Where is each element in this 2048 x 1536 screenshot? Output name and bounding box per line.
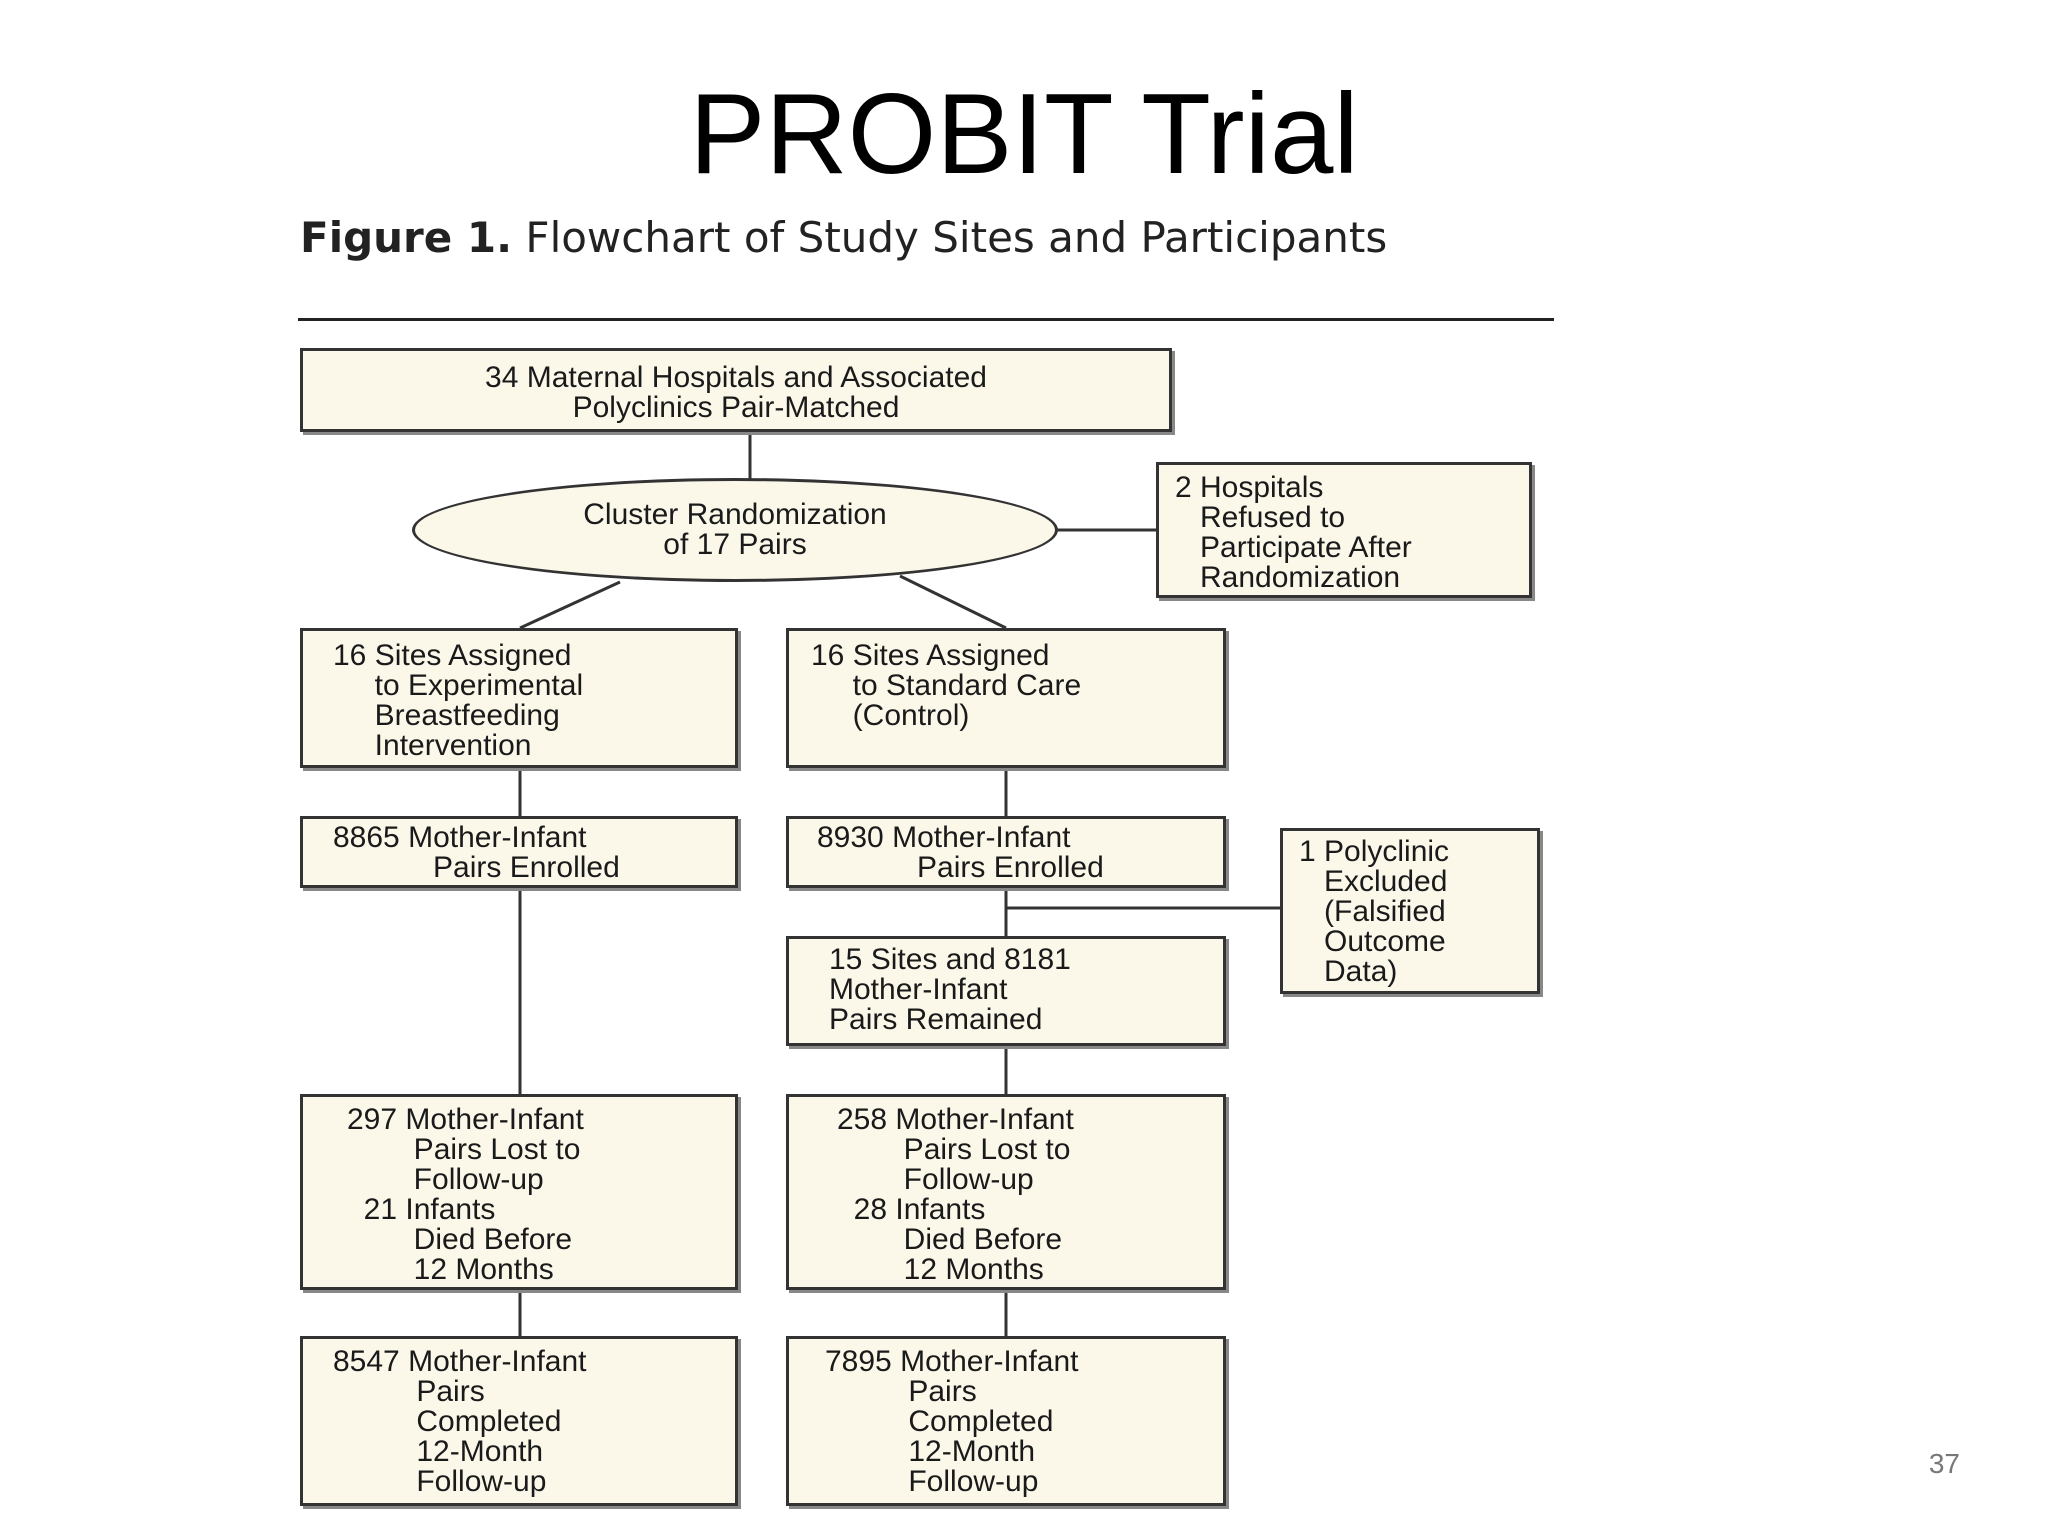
box-control-assigned: 16 Sites Assigned to Standard Care (Cont… <box>786 628 1226 768</box>
box-control-enrolled-text: 8930 Mother-Infant Pairs Enrolled <box>817 821 1104 884</box>
connector-randomization-to-experimental <box>519 580 621 630</box>
figure-label: Figure 1. <box>300 213 513 262</box>
box-experimental-completed-text: 8547 Mother-Infant Pairs Completed 12-Mo… <box>333 1345 587 1498</box>
box-control-completed: 7895 Mother-Infant Pairs Completed 12-Mo… <box>786 1336 1226 1506</box>
slide-title: PROBIT Trial <box>689 71 1359 198</box>
box-control-completed-text: 7895 Mother-Infant Pairs Completed 12-Mo… <box>825 1345 1079 1498</box>
box-experimental-lost-text: 297 Mother-Infant Pairs Lost to Follow-u… <box>347 1103 584 1286</box>
box-hospitals-refused: 2 Hospitals Refused to Participate After… <box>1156 462 1532 598</box>
caption-rule <box>298 318 1554 321</box>
box-experimental-enrolled: 8865 Mother-Infant Pairs Enrolled <box>300 816 738 888</box>
box-control-enrolled: 8930 Mother-Infant Pairs Enrolled <box>786 816 1226 888</box>
box-control-lost: 258 Mother-Infant Pairs Lost to Follow-u… <box>786 1094 1226 1290</box>
box-control-remained: 15 Sites and 8181 Mother-Infant Pairs Re… <box>786 936 1226 1046</box>
box-experimental-completed: 8547 Mother-Infant Pairs Completed 12-Mo… <box>300 1336 738 1506</box>
connector-randomization-to-control <box>899 574 1007 630</box>
box-control-assigned-text: 16 Sites Assigned to Standard Care (Cont… <box>811 639 1082 732</box>
box-hospitals-refused-text: 2 Hospitals Refused to Participate After… <box>1175 471 1412 594</box>
box-experimental-enrolled-text: 8865 Mother-Infant Pairs Enrolled <box>333 821 620 884</box>
box-hospitals-pair-matched: 34 Maternal Hospitals and Associated Pol… <box>300 348 1172 432</box>
box-experimental-assigned: 16 Sites Assigned to Experimental Breast… <box>300 628 738 768</box>
figure-caption: Figure 1. Flowchart of Study Sites and P… <box>300 217 1560 259</box>
box-polyclinic-excluded: 1 Polyclinic Excluded (Falsified Outcome… <box>1280 828 1540 994</box>
figure-caption-text: Flowchart of Study Sites and Participant… <box>512 213 1388 262</box>
page-number: 37 <box>1928 1448 1960 1479</box>
box-polyclinic-excluded-text: 1 Polyclinic Excluded (Falsified Outcome… <box>1299 835 1450 988</box>
box-experimental-assigned-text: 16 Sites Assigned to Experimental Breast… <box>333 639 584 762</box>
box-control-remained-text: 15 Sites and 8181 Mother-Infant Pairs Re… <box>829 943 1071 1036</box>
box-hospitals-pair-matched-text: 34 Maternal Hospitals and Associated Pol… <box>485 361 987 424</box>
oval-cluster-randomization: Cluster Randomization of 17 Pairs <box>412 478 1058 582</box>
box-experimental-lost: 297 Mother-Infant Pairs Lost to Follow-u… <box>300 1094 738 1290</box>
box-control-lost-text: 258 Mother-Infant Pairs Lost to Follow-u… <box>837 1103 1074 1286</box>
